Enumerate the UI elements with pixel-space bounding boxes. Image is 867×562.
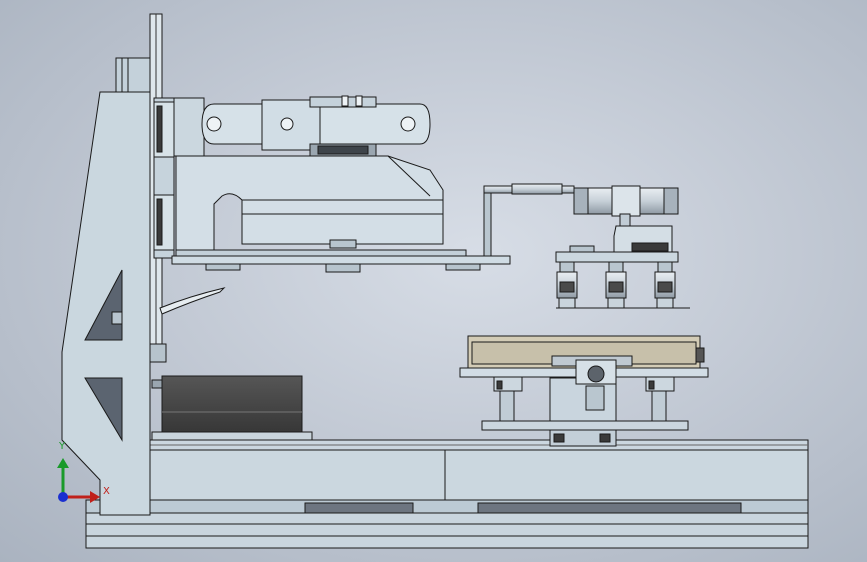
- worktable-motor: [549, 359, 617, 429]
- main-arm: [175, 155, 444, 251]
- cam-link-arm: [201, 95, 431, 157]
- column-frame: [61, 57, 151, 516]
- pneumatic-cylinder: [573, 185, 679, 241]
- axis-y-label: Y: [59, 441, 66, 452]
- coordinate-triad: [57, 458, 100, 503]
- control-box: [151, 375, 313, 441]
- lower-arm-plate: [171, 249, 511, 273]
- axis-x-label: X: [103, 486, 110, 497]
- suction-cup-left: [556, 261, 578, 309]
- worktable-base: [481, 420, 689, 447]
- z-carriage: [153, 97, 205, 259]
- suction-cup-center: [605, 261, 627, 309]
- cable-hose: [159, 287, 226, 315]
- linear-guide-bed: [147, 439, 809, 501]
- gripper-head: [555, 225, 679, 263]
- base-rail: [85, 499, 809, 514]
- worktable-support-right: [645, 376, 675, 422]
- suction-cup-right: [654, 261, 676, 309]
- worktable-support-left: [493, 376, 523, 422]
- cylinder-bracket: [483, 183, 575, 257]
- base-plate: [85, 512, 809, 549]
